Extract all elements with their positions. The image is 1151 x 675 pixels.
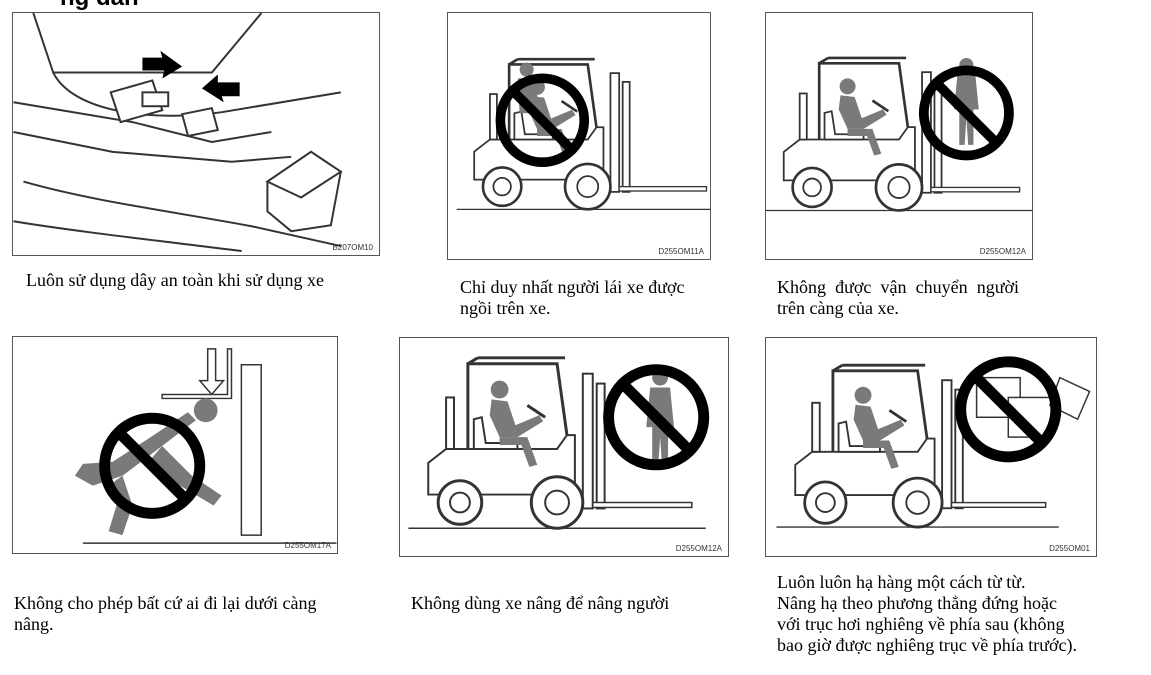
caption-no-lifting-people: Không dùng xe nâng để nâng người	[411, 593, 670, 613]
down-arrow-icon	[198, 348, 226, 396]
no-people-on-forks-figure: D255OM12A	[765, 12, 1033, 260]
lower-load-slowly-figure: D255OM01	[765, 337, 1097, 557]
seatbelt-buckle-icon	[13, 13, 343, 253]
forklift-icon	[455, 57, 710, 211]
page-heading: ng dẫn	[60, 0, 139, 10]
caption-line: Nâng hạ theo phương thẳng đứng hoặc	[777, 593, 1057, 613]
figure-code: B207OM10	[332, 243, 373, 252]
caption-only-driver: Chỉ duy nhất người lái xe được ngồi trên…	[460, 277, 685, 318]
forklift-icon	[766, 56, 1032, 212]
figure-code: D255OM12A	[979, 247, 1026, 256]
seatbelt-figure: B207OM10	[12, 12, 380, 256]
caption-line: với trục hơi nghiêng về phía sau (không	[777, 614, 1065, 634]
figure-code: D255OM01	[1049, 544, 1090, 553]
caption-seatbelt: Luôn sử dụng dây an toàn khi sử dụng xe	[26, 270, 324, 290]
caption-no-one-under-forks: Không cho phép bất cứ ai đi lại dưới càn…	[14, 593, 317, 634]
only-driver-figure: D255OM11A	[447, 12, 711, 260]
forklift-icon	[775, 338, 1091, 529]
no-one-under-forks-figure: D255OM17A	[12, 336, 338, 554]
caption-line: Luôn luôn hạ hàng một cách từ từ.	[777, 572, 1026, 592]
caption-lower-load-slowly: Luôn luôn hạ hàng một cách từ từ. Nâng h…	[777, 572, 1137, 656]
caption-no-people-on-forks: Không được vận chuyển người trên càng củ…	[777, 277, 1019, 318]
no-lifting-people-figure: D255OM12A	[399, 337, 729, 557]
figure-code: D255OM12A	[675, 544, 722, 553]
forklift-icon	[406, 356, 728, 530]
figure-code: D255OM17A	[284, 541, 331, 550]
caption-line: bao giờ được nghiêng trục về phía trước)…	[777, 635, 1077, 655]
figure-code: D255OM11A	[658, 247, 704, 256]
